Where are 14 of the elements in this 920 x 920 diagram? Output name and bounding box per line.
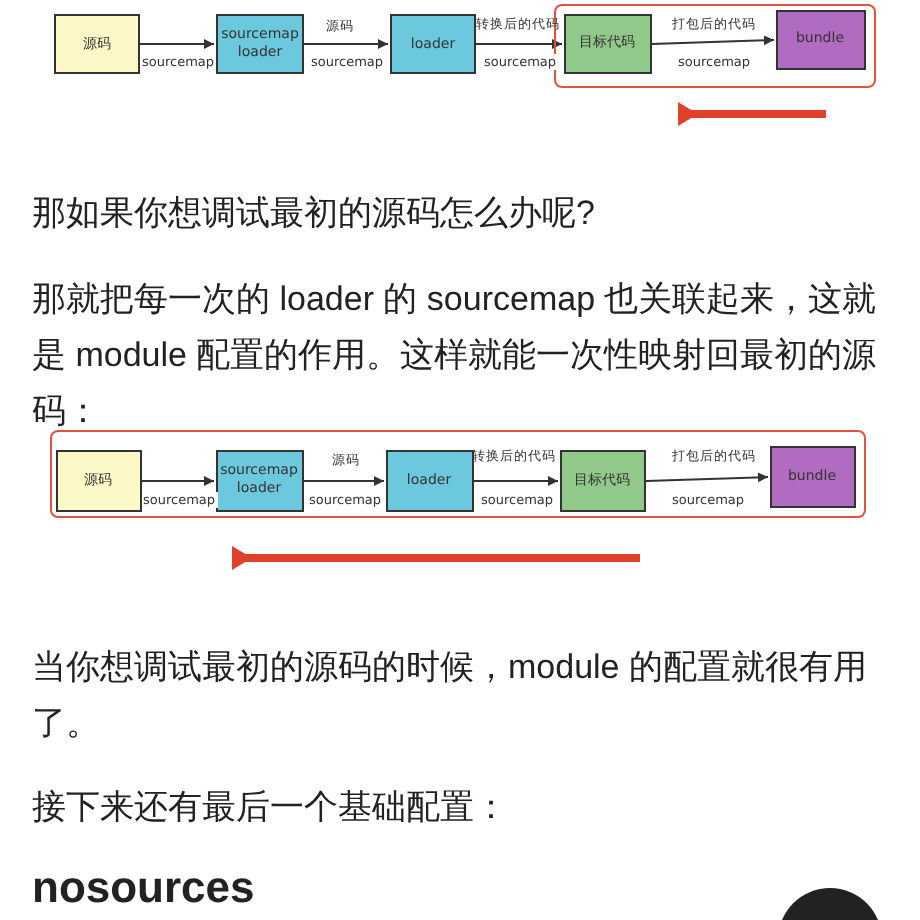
- paragraph: 那如果你想调试最初的源码怎么办呢?: [32, 192, 597, 236]
- section-heading: nosources: [32, 860, 255, 916]
- arrow: [645, 472, 769, 483]
- paragraph: 接下来还有最后一个基础配置：: [32, 786, 510, 830]
- arrow: [139, 39, 215, 49]
- arrow: [475, 39, 563, 49]
- paragraph: 那就把每一次的 loader 的 sourcemap 也关联起来，这就是 module 配置的作用。这样就能一次性映射回最初的源码：: [32, 278, 879, 434]
- highlight-frame: [50, 430, 866, 518]
- arrow: [303, 39, 389, 49]
- arrow: [141, 476, 215, 486]
- arrow: [303, 476, 385, 486]
- arrow: [651, 35, 775, 46]
- paragraph: 当你想调试最初的源码的时候，module 的配置就很有用了。: [32, 646, 869, 746]
- arrow: [473, 476, 559, 486]
